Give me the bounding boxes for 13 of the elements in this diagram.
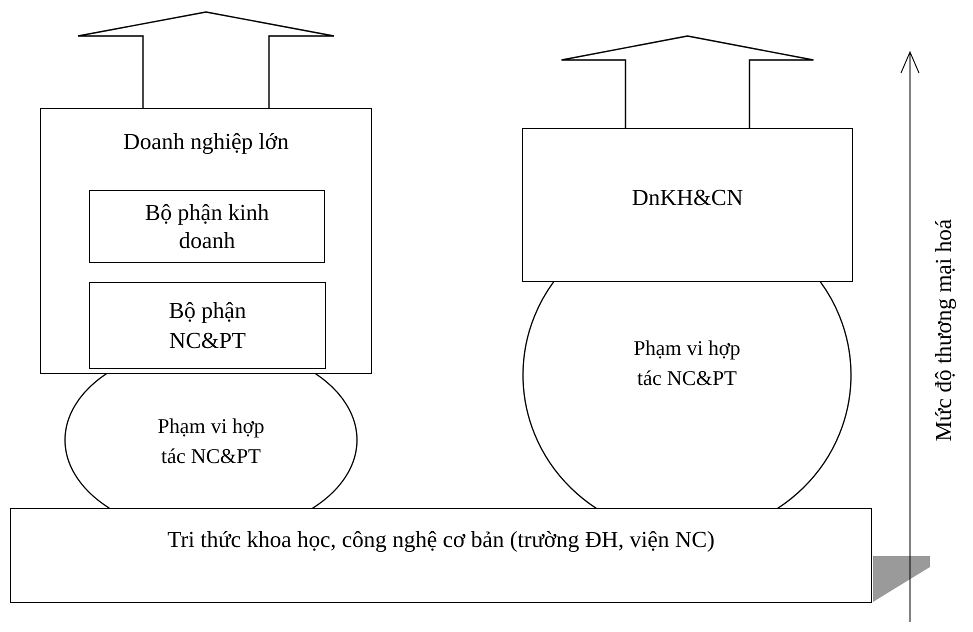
node-label: DnKH&CN: [632, 184, 744, 212]
node-label: Bộ phận NC&PT: [168, 296, 248, 354]
block-arrow: [560, 35, 814, 129]
department-box: [89, 282, 326, 369]
block-arrow: [77, 11, 335, 109]
node-label: Phạm vi hợp tác NC&PT: [632, 335, 742, 392]
node-label: Doanh nghiệp lớn: [123, 128, 289, 156]
node-label: Bộ phận kinh doanh: [144, 198, 270, 254]
department-box: [89, 190, 325, 263]
node-label: Tri thức khoa học, công nghệ cơ bản (trường ĐH, viện NC): [167, 526, 715, 554]
node-label: Phạm vi hợp tác NC&PT: [156, 413, 266, 470]
enterprise-box: [522, 128, 853, 282]
axis-label: Mức độ thương mại hoá: [930, 218, 957, 442]
